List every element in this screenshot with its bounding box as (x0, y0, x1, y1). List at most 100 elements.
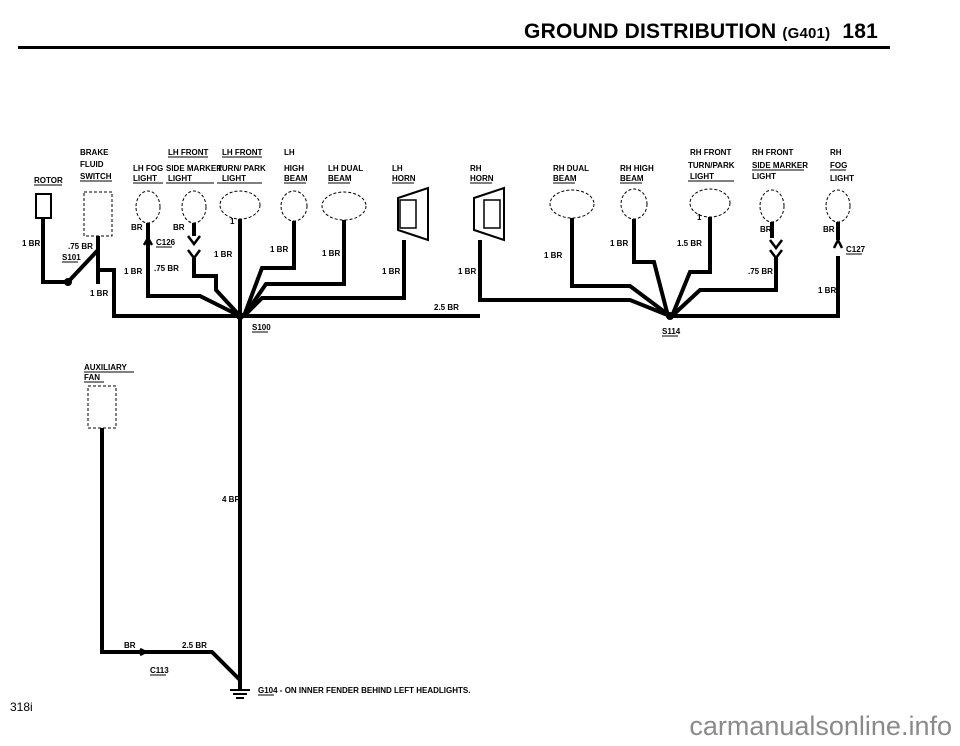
wire-label-aux-25br: 2.5 BR (182, 641, 207, 650)
label-s100: S100 (252, 323, 271, 332)
wire-label-brake: .75 BR (68, 242, 93, 251)
wire-label-rh-fog-1: 1 BR (818, 286, 836, 295)
connector-c126-left (142, 235, 154, 246)
label-lh-dual-beam-2: BEAM (328, 174, 352, 183)
label-rh-fog-light-1: RH (830, 148, 842, 157)
label-rh-high-beam-2: BEAM (620, 174, 644, 183)
label-rh-turn-park-3: LIGHT (690, 172, 714, 181)
wire-label-rh-high-beam: 1 BR (610, 239, 628, 248)
connector-rh-side-marker (769, 239, 783, 261)
wire-label-rh-dual-beam: 1 BR (544, 251, 562, 260)
label-rh-high-beam-1: RH HIGH (620, 164, 654, 173)
title-code: (G401) (782, 25, 831, 42)
auxiliary-fan-box (87, 385, 117, 429)
wire-rh-side-marker (670, 256, 778, 318)
label-rh-side-marker-1: RH FRONT (752, 148, 793, 157)
wire-rh-high-beam (632, 219, 670, 317)
label-s101: S101 (62, 253, 81, 262)
label-lh-high-beam-2: HIGH (284, 164, 304, 173)
wire-rh-horn (478, 240, 671, 318)
label-lh-high-beam-1: LH (284, 148, 295, 157)
title-main: GROUND DISTRIBUTION (524, 20, 777, 43)
connector-c127 (832, 237, 844, 249)
label-brake-fluid-switch-1: BRAKE (80, 148, 109, 157)
wire-label-s101: 1 BR (90, 289, 108, 298)
label-lh-turn-park-2: TURN/ PARK (217, 164, 266, 173)
brake-fluid-switch-box (83, 191, 113, 237)
label-rh-fog-light-3: LIGHT (830, 174, 854, 183)
wire-s101-junction (66, 244, 100, 284)
label-lh-horn-1: LH (392, 164, 403, 173)
label-rh-turn-park-1: RH FRONT (690, 148, 731, 157)
label-rh-side-marker-3: LIGHT (752, 172, 776, 181)
ground-note: G104 - ON INNER FENDER BEHIND LEFT HEADL… (258, 686, 470, 695)
label-lh-horn-2: HORN (392, 174, 416, 183)
label-lh-turn-park-3: LIGHT (222, 174, 246, 183)
label-rh-horn-1: RH (470, 164, 482, 173)
label-auxiliary-fan-2: FAN (84, 373, 100, 382)
wire-label-rh-side-marker-75: .75 BR (748, 267, 773, 276)
label-rotor: ROTOR (34, 176, 63, 185)
lh-fog-light-symbol (135, 190, 161, 224)
header-rule (18, 46, 890, 49)
wire-lh-fog (146, 223, 241, 318)
lh-side-marker-symbol (181, 190, 207, 224)
wire-label-lh-horn: 1 BR (382, 267, 400, 276)
connector-c126-right (187, 235, 201, 261)
label-lh-dual-beam-1: LH DUAL (328, 164, 363, 173)
splice-s101-dot (64, 278, 72, 286)
label-rh-dual-beam-1: RH DUAL (553, 164, 589, 173)
lh-high-beam-symbol (280, 190, 308, 222)
label-rh-horn-2: HORN (470, 174, 494, 183)
ground-note-text: - ON INNER FENDER BEHIND LEFT HEADLIGHTS… (278, 686, 471, 695)
wire-label-aux-br: BR (124, 641, 136, 650)
label-c126: C126 (156, 238, 176, 247)
lh-dual-beam-symbol (321, 191, 367, 221)
wire-label-lh-high-beam: 1 BR (270, 245, 288, 254)
label-brake-fluid-switch-3: SWITCH (80, 172, 112, 181)
wire-label-lh-turn-park: 1 BR (214, 250, 232, 259)
label-c113: C113 (150, 666, 169, 675)
wire-label-lh-side-marker: BR (173, 223, 185, 232)
page-reference: 318i (10, 700, 33, 714)
wire-lh-high-beam (242, 221, 296, 317)
label-lh-side-marker-2: SIDE MARKER (166, 164, 222, 173)
label-c127: C127 (846, 245, 866, 254)
page-number: 181 (842, 20, 878, 43)
rh-fog-light-symbol (825, 189, 851, 223)
wire-rh-fog (670, 256, 840, 318)
wire-label-lh-dual-beam: 1 BR (322, 249, 340, 258)
wire-rotor (41, 218, 68, 284)
label-lh-high-beam-3: BEAM (284, 174, 308, 183)
wire-rh-turn-park (670, 217, 712, 317)
wire-label-lh-fog: BR (131, 223, 143, 232)
wire-label-rh-turn-park-1: 1 (697, 213, 702, 222)
rh-high-beam-symbol (620, 188, 648, 220)
label-rh-dual-beam-2: BEAM (553, 174, 577, 183)
wire-label-rh-horn: 1 BR (458, 267, 476, 276)
lh-horn-inner (399, 199, 417, 229)
page-title: GROUND DISTRIBUTION (G401) 181 (524, 20, 878, 44)
wire-label-rotor: 1 BR (22, 239, 40, 248)
label-brake-fluid-switch-2: FLUID (80, 160, 104, 169)
label-rh-fog-light-2: FOG (830, 161, 847, 170)
rotor-box (35, 193, 52, 219)
label-rh-side-marker-2: SIDE MARKER (752, 161, 808, 170)
wire-rh-dual-beam (570, 218, 672, 318)
label-lh-fog-light-1: LH FOG (133, 164, 163, 173)
label-auxiliary-fan-1: AUXILIARY (84, 363, 127, 372)
label-lh-turn-park-1: LH FRONT (222, 148, 263, 157)
wire-label-lh-turn-park-1: 1 (230, 217, 235, 226)
wire-s101-to-s100 (98, 268, 250, 318)
wire-label-c126-1: 1 BR (124, 267, 142, 276)
label-lh-side-marker-3: LIGHT (168, 174, 192, 183)
connector-c113 (139, 647, 149, 657)
rh-turn-park-symbol (689, 188, 731, 218)
watermark-text: carmanualsonline.info (689, 711, 952, 741)
splice-s114-dot (666, 312, 674, 320)
wire-lh-side-marker (192, 258, 242, 318)
wire-label-trunk: 4 BR (222, 495, 240, 504)
wire-label-rh-turn-park: 1.5 BR (677, 239, 702, 248)
